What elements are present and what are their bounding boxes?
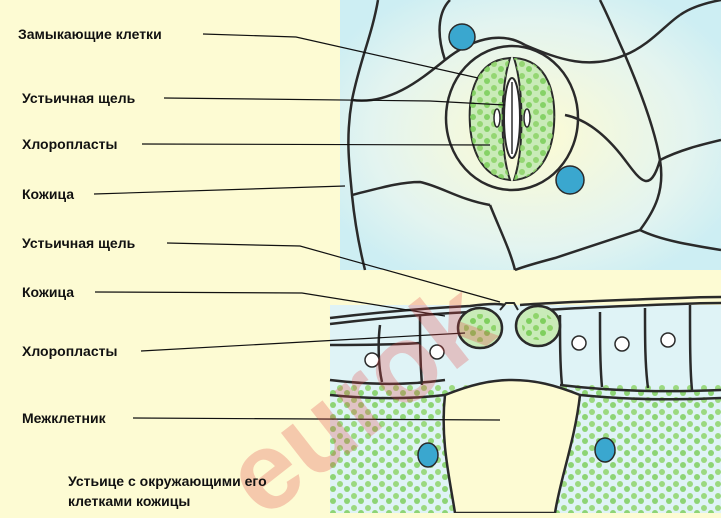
label-chloroplasts-top: Хлоропласты [22, 136, 118, 152]
label-stomatal-slit-top: Устьичная щель [22, 90, 136, 106]
label-chloroplasts-bottom: Хлоропласты [22, 343, 118, 359]
guard-cell-nucleus-right [523, 108, 531, 128]
label-epidermis-top: Кожица [22, 186, 75, 202]
guard-cell-left-chloroplasts [469, 58, 510, 180]
epidermis-nucleus-2 [555, 165, 585, 195]
epidermis-cell-walls [347, 0, 721, 272]
label-guard-cells: Замыкающие клетки [18, 26, 162, 42]
caption-line-1: Устьице с окружающими его [68, 473, 267, 489]
cross-section-view [329, 295, 721, 515]
label-stomatal-slit-bottom: Устьичная щель [22, 235, 136, 251]
figure-caption: Устьице с окружающими его клетками кожиц… [68, 471, 267, 511]
surface-view [340, 0, 721, 272]
caption-line-2: клетками кожицы [68, 493, 191, 509]
guard-cell-nucleus-left [493, 108, 501, 128]
stoma-outer-wall [444, 44, 580, 192]
leader-lines [93, 33, 506, 421]
label-intercellular-space: Межклетник [22, 410, 106, 426]
guard-cell-right-chloroplasts [514, 58, 555, 180]
epidermis-nucleus-1 [448, 23, 476, 51]
intercellular-space [442, 378, 582, 515]
label-epidermis-bottom: Кожица [22, 284, 75, 300]
section-stomatal-slit [499, 302, 519, 311]
